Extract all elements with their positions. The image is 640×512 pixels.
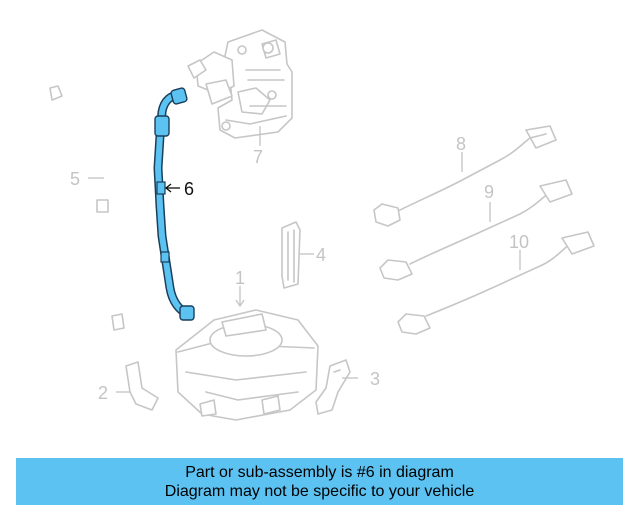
part-7-valve-assembly (187, 29, 293, 139)
parts-diagram: 1 2 3 4 5 6 7 8 9 10 (49, 29, 595, 421)
leader-1-arrow (235, 299, 245, 308)
callout-8: 8 (456, 134, 466, 154)
callout-10: 10 (509, 232, 529, 252)
part-2-bracket (125, 361, 159, 411)
callout-3: 3 (370, 369, 380, 389)
caption-banner: Part or sub-assembly is #6 in diagram Di… (16, 458, 623, 505)
part-9-oxygen-sensor (379, 179, 573, 281)
callout-7: 7 (253, 147, 263, 167)
part-8-oxygen-sensor (373, 125, 557, 227)
caption-line-1: Part or sub-assembly is #6 in diagram (185, 464, 454, 481)
callout-5: 5 (70, 169, 80, 189)
part-5-hose (49, 85, 125, 331)
part-10-oxygen-sensor (397, 231, 595, 335)
callout-1: 1 (235, 268, 245, 288)
callout-9: 9 (484, 182, 494, 202)
callout-2: 2 (98, 383, 108, 403)
callout-6: 6 (184, 179, 194, 199)
caption-line-2: Diagram may not be specific to your vehi… (164, 483, 475, 500)
part-4-bracket (281, 221, 301, 289)
callout-4: 4 (316, 245, 326, 265)
part-6-hose-highlighted (153, 87, 195, 321)
part-1-housing (175, 309, 319, 421)
part-3-bracket (315, 359, 351, 415)
leader-6-arrow (164, 183, 172, 193)
